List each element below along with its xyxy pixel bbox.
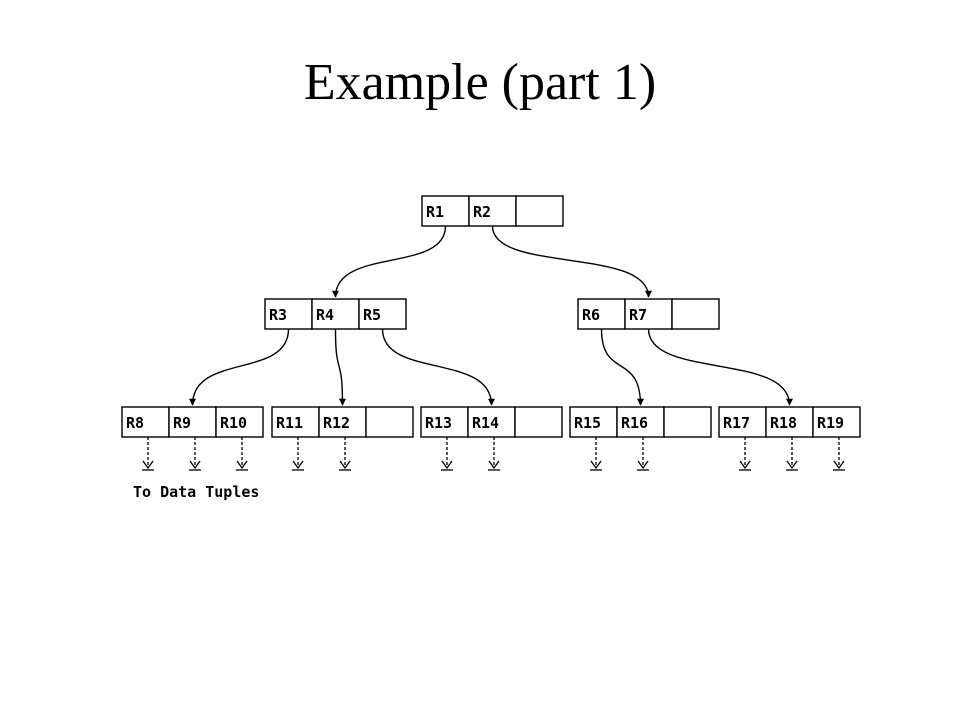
empty-entry — [671, 298, 720, 330]
entry-label-r3: R3 — [269, 306, 287, 324]
node-root: R1 R2 — [421, 195, 564, 227]
entry-label-r7: R7 — [629, 306, 647, 324]
entry-label-r15: R15 — [574, 414, 601, 432]
node-l5: R17 R18 R19 — [718, 406, 861, 438]
data-tuple-pointers — [142, 437, 845, 471]
entry-label-r2: R2 — [473, 203, 491, 221]
data-pointer-r19 — [833, 437, 845, 471]
edge-r6-to-l4 — [600, 328, 644, 406]
to-data-tuples-caption: To Data Tuples — [133, 483, 259, 501]
empty-entry — [514, 406, 563, 438]
node-n2: R6 R7 — [577, 298, 720, 330]
data-pointer-r11 — [292, 437, 304, 471]
data-pointer-r15 — [590, 437, 602, 471]
tree-edges — [189, 225, 793, 406]
entry-label-r4: R4 — [316, 306, 334, 324]
entry-r4 — [311, 298, 360, 330]
data-pointer-r18 — [786, 437, 798, 471]
entry-r5 — [358, 298, 407, 330]
entry-label-r10: R10 — [220, 414, 247, 432]
entry-r7 — [624, 298, 673, 330]
entry-r18 — [765, 406, 814, 438]
data-pointer-r9 — [189, 437, 201, 471]
entry-r11 — [271, 406, 320, 438]
edge-r7-to-l5 — [647, 328, 793, 406]
entry-label-r17: R17 — [723, 414, 750, 432]
node-l3: R13 R14 — [420, 406, 563, 438]
data-pointer-r14 — [488, 437, 500, 471]
entry-r19 — [812, 406, 861, 438]
entry-label-r8: R8 — [126, 414, 144, 432]
entry-label-r18: R18 — [770, 414, 797, 432]
empty-entry — [663, 406, 712, 438]
entry-r13 — [420, 406, 469, 438]
data-pointer-r16 — [637, 437, 649, 471]
entry-label-r14: R14 — [472, 414, 499, 432]
entry-label-r11: R11 — [276, 414, 303, 432]
entry-r2 — [468, 195, 517, 227]
edge-r1-to-n1 — [332, 225, 447, 298]
node-l4: R15 R16 — [569, 406, 712, 438]
edge-r2-to-n2 — [491, 225, 652, 298]
edge-r4-to-l2 — [334, 328, 346, 406]
entry-label-r9: R9 — [173, 414, 191, 432]
entry-r6 — [577, 298, 626, 330]
entry-label-r16: R16 — [621, 414, 648, 432]
entry-r10 — [215, 406, 264, 438]
entry-r17 — [718, 406, 767, 438]
node-l2: R11 R12 — [271, 406, 414, 438]
edge-r5-to-l3 — [381, 328, 495, 406]
data-pointer-r10 — [236, 437, 248, 471]
data-pointer-r13 — [441, 437, 453, 471]
data-pointer-r17 — [739, 437, 751, 471]
data-pointer-r8 — [142, 437, 154, 471]
empty-entry — [365, 406, 414, 438]
entry-r15 — [569, 406, 618, 438]
node-l1: R8 R9 R10 — [121, 406, 264, 438]
entry-r3 — [264, 298, 313, 330]
edge-r3-to-l1 — [189, 328, 290, 406]
entry-label-r12: R12 — [323, 414, 350, 432]
entry-label-r13: R13 — [425, 414, 452, 432]
data-pointer-r12 — [339, 437, 351, 471]
empty-entry — [515, 195, 564, 227]
node-n1: R3 R4 R5 — [264, 298, 407, 330]
entry-label-r6: R6 — [582, 306, 600, 324]
entry-label-r5: R5 — [363, 306, 381, 324]
entry-label-r19: R19 — [817, 414, 844, 432]
entry-r16 — [616, 406, 665, 438]
slide-title: Example (part 1) — [303, 54, 657, 111]
entry-label-r1: R1 — [426, 203, 444, 221]
